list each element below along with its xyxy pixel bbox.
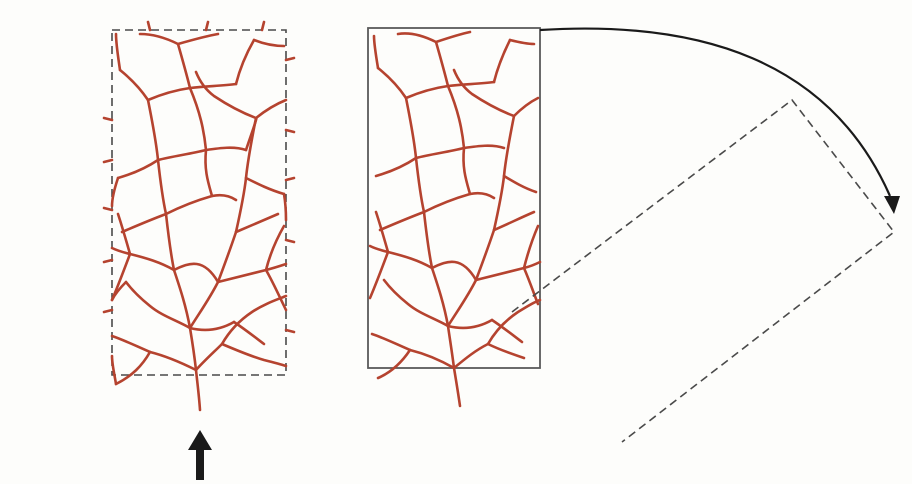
rotated-dashed-boundary [512,100,894,442]
left-dashed-boundary [112,30,286,375]
middle-panel [368,28,540,406]
curved-arrow-icon [540,29,900,214]
left-vascular-network [104,22,294,410]
middle-vascular-network [370,32,540,406]
left-panel [104,22,294,410]
up-arrow-icon [188,430,212,480]
